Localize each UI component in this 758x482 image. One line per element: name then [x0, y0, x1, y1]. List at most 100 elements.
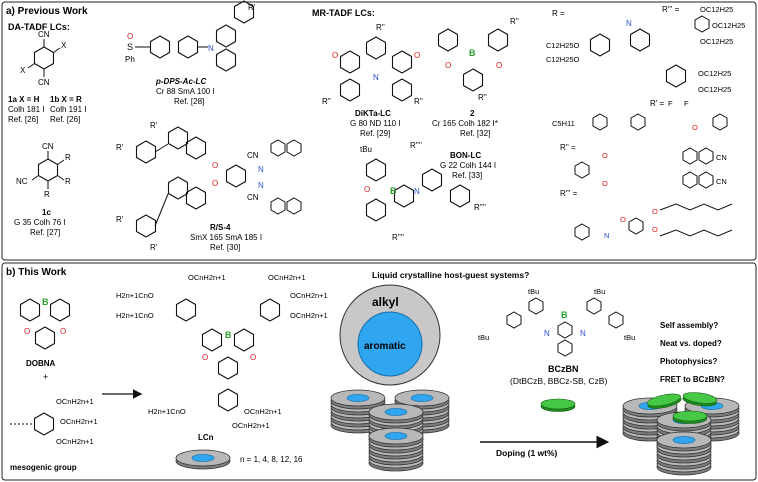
atom-b-bon: B	[390, 186, 397, 196]
meso-ocn-a: OCnH2n+1	[56, 397, 94, 406]
label-1c: 1c	[42, 208, 51, 217]
ref-2: Ref. [32]	[460, 129, 490, 138]
phase-bon: G 22 Colh 144 I	[440, 161, 496, 170]
cn-r2-b: CN	[716, 177, 727, 186]
guest-disc	[540, 398, 576, 412]
atom-s-dps: S	[127, 42, 133, 52]
bczbn-name: BCzBN	[548, 364, 579, 374]
question-2: Neat vs. doped?	[660, 339, 722, 348]
plus-sign: +	[43, 372, 48, 382]
meso-ocn-c: OCnH2n+1	[56, 437, 94, 446]
lcn-ocn-r3: OCnH2n+1	[290, 311, 328, 320]
lcn-label: LCn	[198, 433, 214, 442]
ref-dikta: Ref. [29]	[360, 129, 390, 138]
da-tadf-title: DA-TADF LCs:	[8, 22, 70, 32]
bczbn-n-a: N	[544, 329, 550, 338]
lcn-hcno-b: H2n+1CnO	[116, 311, 154, 320]
o-r3-a: O	[620, 215, 626, 224]
compound-1c-structure: CN NC R R R	[16, 142, 71, 199]
mesogenic-structure: OCnH2n+1 OCnH2n+1 OCnH2n+1	[10, 397, 98, 446]
host-guest-question: Liquid crystalline host-guest systems?	[372, 270, 529, 280]
lcn-o-a: O	[202, 353, 208, 362]
compound-2-structure: B O O R'' R''	[437, 17, 519, 102]
atom-cn-rs4-b: CN	[247, 193, 259, 202]
dobna-label: DOBNA	[26, 359, 56, 368]
atom-b-2: B	[469, 48, 476, 58]
lcn-ocn-r1: OCnH2n+1	[268, 273, 306, 282]
bczbn-alt: (DtBCzB, BBCz-SB, CzB)	[510, 376, 607, 386]
bczbn-tbu-a: tBu	[528, 287, 539, 296]
ref-1a: Ref. [26]	[8, 115, 38, 124]
atom-r-1c-a: R	[65, 153, 71, 162]
atom-r-rs4-b: R'	[116, 143, 124, 152]
atom-cn-1c: CN	[42, 142, 54, 151]
atom-r-1c-b: R	[65, 177, 71, 186]
atom-cn-rs4-a: CN	[247, 151, 259, 160]
phase-2: Cr 165 Colh 182 I*	[432, 119, 498, 128]
lcn-ocn-b1: OCnH2n+1	[244, 407, 282, 416]
atom-n-rs4-a: N	[258, 165, 264, 174]
panel-a-frame	[1, 1, 757, 261]
r3-eq: R''' =	[560, 189, 578, 198]
c5h11-label: C5H11	[552, 119, 575, 128]
lcn-disc	[175, 449, 231, 470]
doping-label: Doping (1 wt%)	[496, 448, 558, 458]
name-rs4: R/S-4	[210, 223, 231, 232]
r2-eq: R'' =	[560, 143, 576, 152]
ref-dps: Ref. [28]	[174, 97, 204, 106]
o-r2-a: O	[602, 151, 608, 160]
atom-r-rs4-d: R'	[150, 243, 158, 252]
atom-r-dps: R'	[248, 3, 256, 12]
alkyl-label: alkyl	[372, 295, 399, 309]
lcn-b: B	[225, 330, 232, 340]
oc12-g: OC12H25	[700, 37, 733, 46]
lcn-structure: OCnH2n+1 H2n+1CnO H2n+1CnO OCnH2n+1 OCnH…	[116, 273, 328, 430]
question-1: Self assembly?	[660, 321, 718, 330]
atom-r-bon-a: R''''	[410, 141, 422, 150]
panel-a-header: a) Previous Work	[6, 6, 88, 17]
phase-1a: Colh 181 I	[8, 105, 44, 114]
oc12-a: C12H25O	[546, 41, 580, 50]
atom-x-right: X	[61, 41, 67, 50]
bczbn-tbu-c: tBu	[478, 333, 489, 342]
atom-o-2-b: O	[496, 61, 502, 70]
atom-r-2-b: R''	[478, 93, 487, 102]
atom-ph-dps: Ph	[125, 55, 135, 64]
atom-o-rs4-a: O	[212, 161, 218, 170]
oc12-b: C12H25O	[546, 55, 580, 64]
name-dikta: DiKTa-LC	[355, 109, 391, 118]
o-r2-b: O	[602, 179, 608, 188]
label-1a: 1a X = H	[8, 95, 40, 104]
compound-dikta-structure: O O N R'' R'' R''	[322, 23, 423, 106]
atom-tbu-bon: tBu	[360, 145, 372, 154]
compound-dps-structure: O S Ph N R'	[125, 0, 256, 72]
bczbn-b: B	[561, 310, 568, 320]
ref-rs4: Ref. [30]	[210, 243, 240, 252]
bczbn-structure: tBu tBu tBu tBu B N N	[478, 287, 635, 357]
dobna-structure: B O O	[19, 297, 71, 350]
lcn-o-b: O	[250, 353, 256, 362]
lcn-ocn-b2: OCnH2n+1	[232, 421, 270, 430]
oc12-e: OC12H25	[700, 5, 733, 14]
phase-dikta: G 80 ND 110 I	[350, 119, 401, 128]
label-1b: 1b X = R	[50, 95, 82, 104]
o-r3-b: O	[652, 207, 658, 216]
rgroup-definitions: R = N C12H25O C12H25O OC12H25 OC12H25 R'…	[546, 5, 745, 241]
atom-o-bon: O	[364, 185, 370, 194]
bczbn-tbu-b: tBu	[594, 287, 605, 296]
question-4: FRET to BCzBN?	[660, 375, 725, 384]
atom-r-dikta-c: R''	[414, 97, 423, 106]
atom-r-rs4-c: R'	[116, 215, 124, 224]
name-2: 2	[470, 109, 475, 118]
atom-n-dikta: N	[373, 73, 379, 82]
atom-r-1c-c: R	[44, 190, 50, 199]
lcn-hcno-bottom: H2n+1CnO	[148, 407, 186, 416]
dobna-o-b: O	[60, 327, 66, 336]
atom-n-rs4-b: N	[258, 181, 264, 190]
host-column-stacks	[331, 390, 449, 471]
atom-o-dikta-b: O	[414, 51, 420, 60]
phase-rs4: SmX 165 SmA 185 I	[190, 233, 262, 242]
panel-b-header: b) This Work	[6, 267, 67, 278]
lcn-ocn-top: OCnH2n+1	[188, 273, 226, 282]
